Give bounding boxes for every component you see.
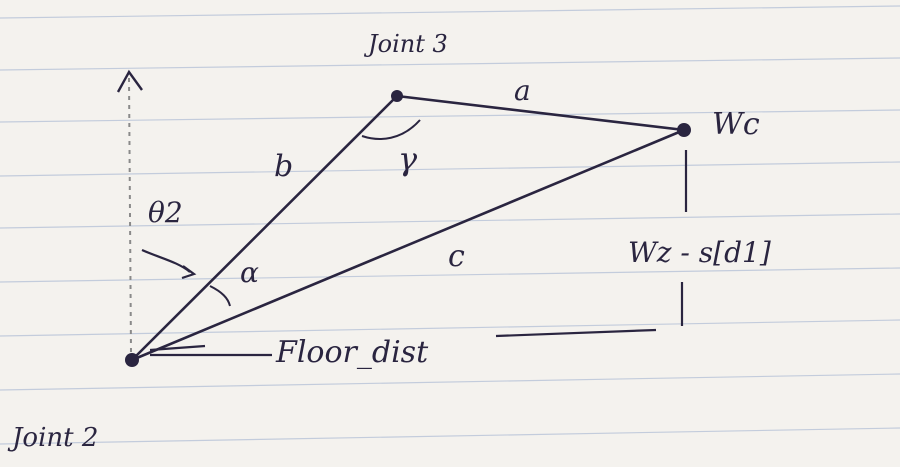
alpha-label: α [240,256,259,289]
joint3-point [391,90,403,102]
side-b-line [130,94,399,362]
gamma-label: γ [398,140,418,178]
theta2-label: θ2 [148,196,183,229]
side-c-label: c [448,239,465,274]
side-c-line [130,128,686,362]
alpha-arc [209,285,231,307]
gamma-arc [361,119,421,140]
wc-point [677,123,691,137]
vertical-axis [116,69,143,353]
up-arrow-icon [116,69,143,93]
theta2-arrow-icon [181,265,197,280]
theta2-arc [141,248,191,273]
triangle [130,94,686,362]
vertical-measure-line [680,150,688,326]
side-a-line [395,94,686,132]
floor-dist-line [149,328,657,357]
vertical-measure-label: Wz - s[d1] [628,236,771,269]
side-a-label: a [514,74,531,107]
joint3-label: Joint 3 [363,30,448,58]
joint2-label: Joint 2 [7,423,98,453]
joint2-point [125,353,139,367]
floor-dist-label: Floor_dist [275,335,429,370]
side-b-label: b [274,149,293,184]
wc-label: Wc [712,107,760,142]
ruled-lines [0,5,900,445]
